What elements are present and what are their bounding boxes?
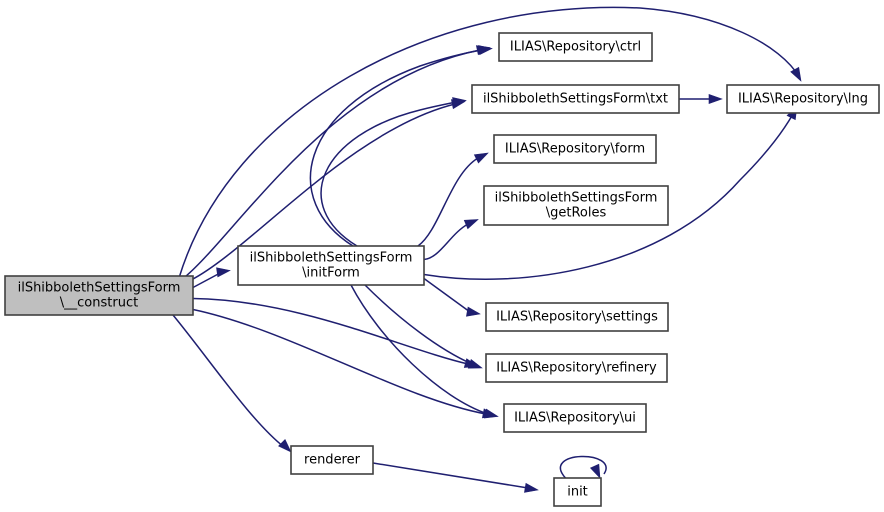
edge-layer [172,6,802,493]
node-box-init [553,477,602,507]
node-box-ui [503,403,647,433]
node-label-construct: ilShibbolethSettingsForm [18,281,181,296]
edge-line [423,113,794,280]
node-label-form: ILIAS\Repository\form [505,142,645,157]
edge-line [320,101,457,247]
edge-construct-ctrl [184,45,491,278]
node-refinery[interactable]: ILIAS\Repository\refinery [485,353,668,383]
edge-initform-refinery [364,284,483,369]
node-box-lng [726,84,880,114]
node-box-txt [471,84,680,114]
edge-construct-renderer [172,314,292,453]
edge-construct-lng [178,6,802,279]
edge-line [192,308,487,415]
node-getroles[interactable]: ilShibbolethSettingsForm\getRoles [483,185,669,226]
edge-arrowhead [524,482,539,493]
node-label-ui: ILIAS\Repository\ui [514,411,636,426]
node-init[interactable]: init [553,477,602,507]
edge-construct-refinery [192,297,479,368]
node-label-construct: \__construct [60,296,138,311]
edge-line [309,49,483,247]
node-renderer[interactable]: renderer [290,445,374,475]
node-label-txt: ilShibbolethSettingsForm\txt [483,92,668,107]
edge-line [417,157,479,247]
edge-arrowhead [463,219,479,230]
edge-line [372,462,529,489]
node-box-construct [4,275,194,316]
edge-renderer-init [372,462,539,493]
edge-arrowhead [483,408,499,419]
node-box-initform [237,245,425,286]
edge-arrowhead [216,267,231,278]
node-box-settings [485,302,669,332]
node-box-ctrl [498,32,653,62]
edge-arrowhead [467,359,483,369]
edge-line [172,314,285,448]
edge-arrowhead [589,463,601,479]
edge-initform-ctrl [309,45,493,247]
edge-line [559,455,607,479]
edge-line [178,6,801,279]
edge-arrowhead [452,97,467,108]
edge-initform-settings [423,277,481,317]
node-construct[interactable]: ilShibbolethSettingsForm\__construct [4,275,194,316]
node-layer: ilShibbolethSettingsForm\__constructilSh… [4,32,880,507]
edge-line [184,49,481,278]
edge-arrowhead [466,306,481,317]
edge-initform-ui [350,284,499,419]
node-label-settings: ILIAS\Repository\settings [496,310,658,325]
node-label-refinery: ILIAS\Repository\refinery [496,361,657,376]
edge-txt-lng [679,93,723,105]
node-txt[interactable]: ilShibbolethSettingsForm\txt [471,84,680,114]
node-box-renderer [290,445,374,475]
node-ctrl[interactable]: ILIAS\Repository\ctrl [498,32,653,62]
node-form[interactable]: ILIAS\Repository\form [493,134,657,164]
edge-arrowhead [708,93,723,105]
node-lng[interactable]: ILIAS\Repository\lng [726,84,880,114]
edge-line [350,284,489,415]
node-box-refinery [485,353,668,383]
node-label-getroles: ilShibbolethSettingsForm [495,191,658,206]
node-initform[interactable]: ilShibbolethSettingsForm\initForm [237,245,425,286]
edge-line [423,223,469,261]
edge-line [423,277,471,313]
edge-initform-txt [320,97,467,247]
node-label-ctrl: ILIAS\Repository\ctrl [510,40,641,55]
node-box-form [493,134,657,164]
edge-initform-getroles [423,219,479,261]
node-settings[interactable]: ILIAS\Repository\settings [485,302,669,332]
node-box-getroles [483,185,669,226]
node-ui[interactable]: ILIAS\Repository\ui [503,403,647,433]
node-label-lng: ILIAS\Repository\lng [738,92,868,107]
edge-arrowhead [790,66,802,82]
node-label-renderer: renderer [304,453,361,468]
edge-line [364,284,473,365]
edge-construct-initform [192,267,231,289]
edge-line [192,297,469,365]
node-label-initform: \initForm [302,266,360,281]
edge-line [190,103,456,281]
node-label-getroles: \getRoles [546,206,607,221]
node-label-initform: ilShibbolethSettingsForm [250,251,413,266]
node-label-init: init [567,485,588,500]
edge-initform-form [417,152,489,247]
edge-arrowhead [478,45,493,56]
edge-init-init-loop [559,455,607,479]
edge-arrowhead [473,152,489,164]
edge-arrowhead [278,439,292,453]
